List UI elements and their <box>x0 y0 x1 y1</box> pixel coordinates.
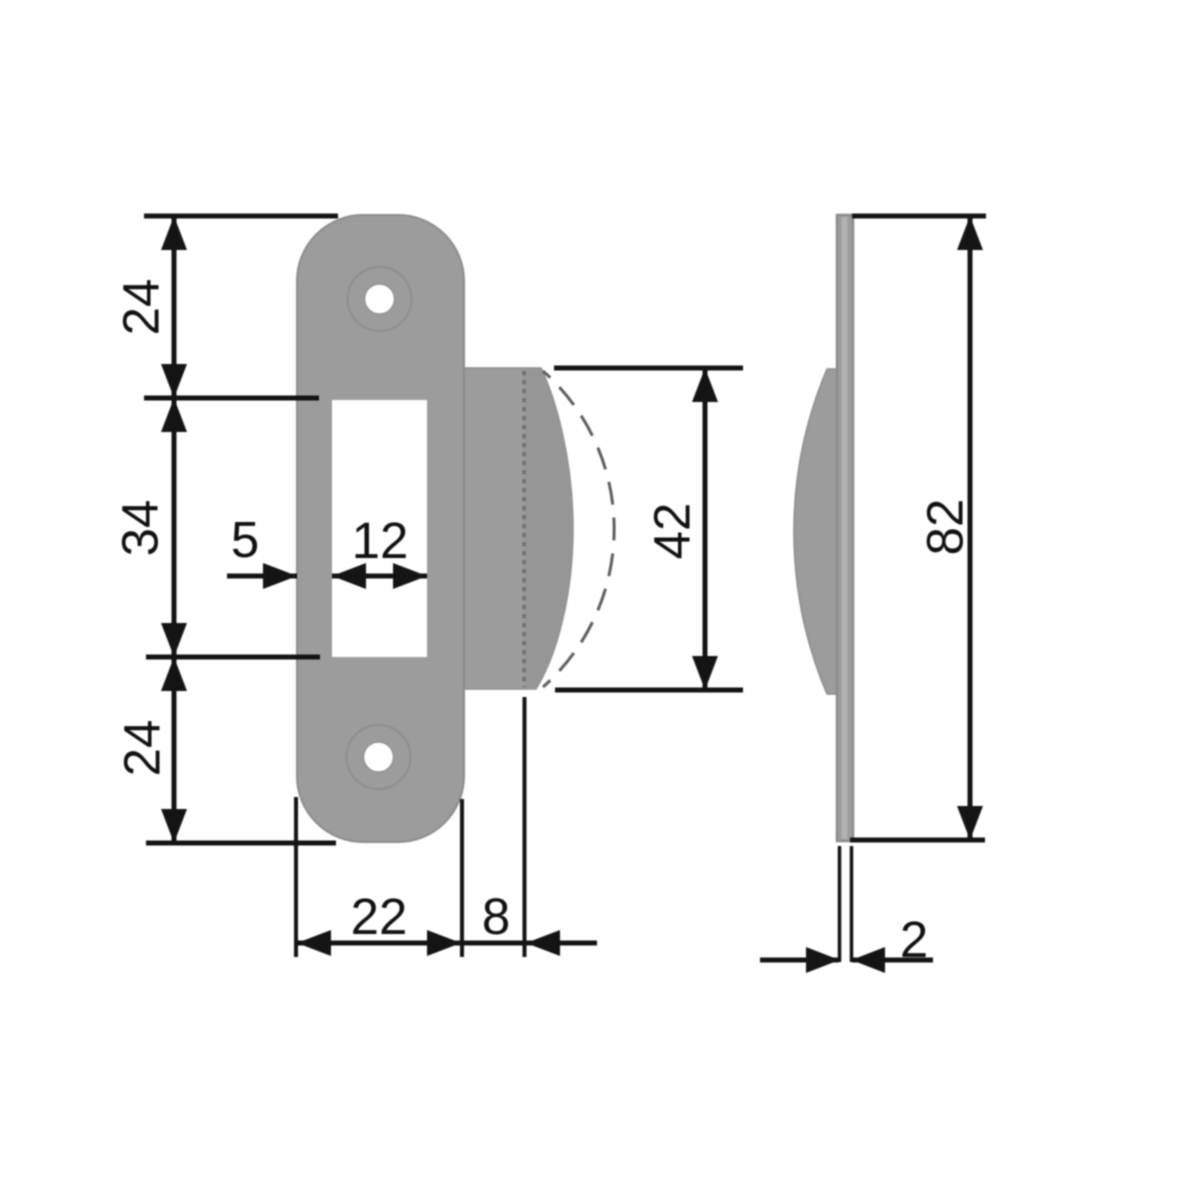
svg-text:5: 5 <box>231 511 259 568</box>
svg-text:8: 8 <box>482 888 510 945</box>
svg-text:24: 24 <box>114 720 171 777</box>
svg-text:82: 82 <box>917 499 974 556</box>
svg-text:24: 24 <box>113 279 170 336</box>
svg-text:22: 22 <box>351 888 408 945</box>
svg-text:2: 2 <box>900 911 928 968</box>
svg-text:42: 42 <box>644 503 701 560</box>
svg-text:12: 12 <box>352 512 409 569</box>
svg-text:34: 34 <box>112 500 169 557</box>
